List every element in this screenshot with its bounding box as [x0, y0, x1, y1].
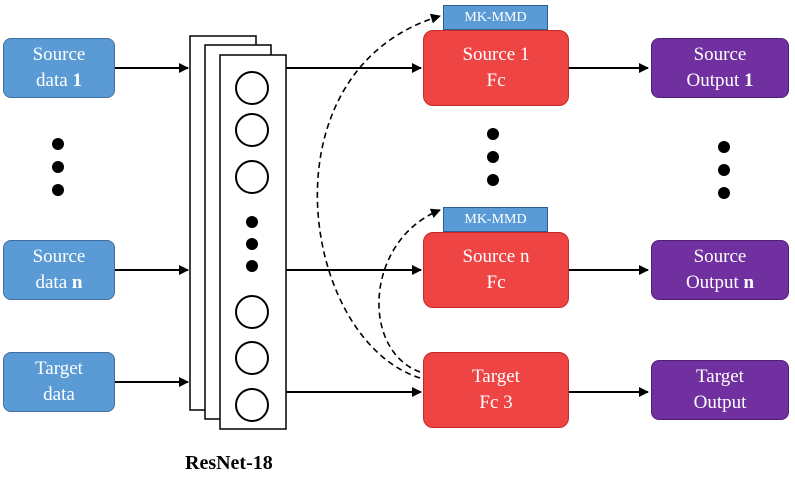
target-output-line2: Output — [693, 392, 747, 413]
source-data-n-box: Source data n — [3, 240, 115, 300]
source-n-fc-box: Source n Fc — [423, 232, 569, 308]
source-output-1-line2: Output — [686, 70, 740, 91]
target-fc-line2: Fc 3 — [479, 392, 513, 413]
target-output-box: Target Output — [651, 360, 789, 420]
neuron — [235, 71, 269, 105]
ellipsis-dot — [52, 184, 64, 196]
mk-mmd-label-2: MK-MMD — [443, 207, 548, 232]
target-fc-box: Target Fc 3 — [423, 352, 569, 428]
neuron — [235, 341, 269, 375]
source-output-1-box: Source Output 1 — [651, 38, 789, 98]
source-output-1-index: 1 — [744, 70, 754, 91]
target-data-box: Target data — [3, 352, 115, 412]
target-output-line1: Target — [696, 366, 744, 387]
resnet-caption: ResNet-18 — [185, 452, 273, 474]
target-fc-line1: Target — [472, 366, 520, 387]
ellipsis-dot — [718, 141, 730, 153]
source-data-n-index: n — [71, 272, 83, 293]
ellipsis-dot — [52, 138, 64, 150]
mk-mmd-label-1: MK-MMD — [443, 5, 548, 30]
mmd-link-target-to-source1 — [316, 13, 441, 379]
source-data-1-index: 1 — [72, 70, 82, 91]
source-output-n-box: Source Output n — [651, 240, 789, 300]
source-n-fc-line1: Source n — [462, 246, 530, 267]
source-output-1-line1: Source — [693, 44, 747, 65]
source-1-fc-line2: Fc — [486, 70, 506, 91]
ellipsis-dot — [52, 161, 64, 173]
ellipsis-dot — [246, 238, 258, 250]
ellipsis-dot — [718, 187, 730, 199]
source-output-n-line1: Source — [693, 246, 747, 267]
ellipsis-dot — [246, 216, 258, 228]
ellipsis-dot — [718, 164, 730, 176]
neuron — [235, 388, 269, 422]
source-data-1-line1: Source — [32, 44, 86, 65]
ellipsis-dot — [246, 260, 258, 272]
ellipsis-dot — [487, 174, 499, 186]
neuron — [235, 160, 269, 194]
source-output-n-index: n — [743, 272, 755, 293]
neuron — [235, 295, 269, 329]
ellipsis-dot — [487, 128, 499, 140]
target-data-line1: Target — [35, 358, 83, 379]
mmd-link-target-to-sourcen — [378, 208, 441, 373]
ellipsis-dot — [487, 151, 499, 163]
target-data-line2: data — [43, 384, 75, 405]
source-1-fc-line1: Source 1 — [462, 44, 530, 65]
source-output-n-line2: Output — [685, 272, 739, 293]
source-data-1-line2: data — [36, 70, 68, 91]
source-n-fc-line2: Fc — [486, 272, 506, 293]
source-data-1-box: Source data 1 — [3, 38, 115, 98]
source-1-fc-box: Source 1 Fc — [423, 30, 569, 106]
neuron — [235, 113, 269, 147]
source-data-n-line2: data — [35, 272, 68, 293]
source-data-n-line1: Source — [32, 246, 86, 267]
